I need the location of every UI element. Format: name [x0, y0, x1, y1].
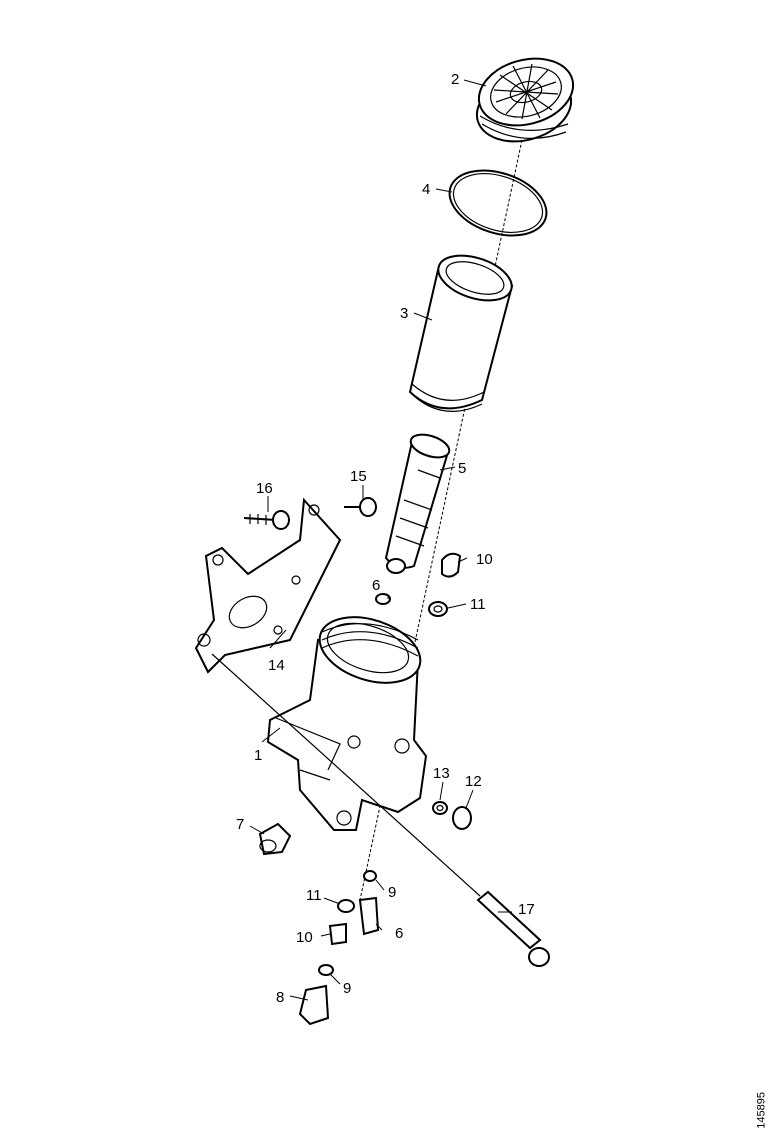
washer-13-part — [432, 801, 448, 815]
lower-fittings-part — [298, 870, 380, 1026]
callout-7: 7 — [236, 816, 244, 833]
callout-10-upper: 10 — [476, 551, 493, 568]
callout-14: 14 — [268, 657, 285, 674]
callout-11-upper: 11 — [470, 596, 486, 613]
filter-housing-part — [266, 616, 428, 831]
inner-tube-part — [384, 433, 451, 574]
callout-12: 12 — [465, 773, 482, 790]
callout-2: 2 — [451, 71, 459, 88]
leader-lines — [249, 79, 512, 1001]
callout-17: 17 — [518, 901, 535, 918]
callout-4: 4 — [422, 181, 430, 198]
plug-7-part — [258, 822, 292, 856]
callout-9-lower: 9 — [343, 980, 351, 997]
o-ring-part — [448, 169, 548, 237]
long-bolt-part — [211, 653, 550, 967]
bolt-15-part — [344, 497, 377, 517]
callout-10-lower: 10 — [296, 929, 313, 946]
callout-13: 13 — [433, 765, 450, 782]
callout-6-lower: 6 — [395, 925, 403, 942]
reference-code: 145895 — [756, 1092, 768, 1129]
callout-8-lower: 8 — [276, 989, 284, 1006]
callout-3: 3 — [400, 305, 408, 322]
exploded-parts-diagram: 2 4 3 5 15 16 10 6 11 14 1 13 12 7 11 9 … — [194, 57, 575, 1026]
callout-1: 1 — [254, 747, 262, 764]
callout-5: 5 — [458, 460, 466, 477]
callout-11-lower: 11 — [306, 887, 322, 904]
callout-16: 16 — [256, 480, 273, 497]
filter-element-part — [408, 254, 514, 412]
plug-12-part — [452, 806, 472, 830]
filter-cap-part — [475, 57, 575, 143]
plug-upper-part — [428, 552, 462, 617]
bolt-16-part — [243, 510, 290, 530]
washer-part — [375, 593, 391, 605]
callout-9-upper: 9 — [388, 884, 396, 901]
callout-6-upper: 6 — [372, 577, 380, 594]
callout-15: 15 — [350, 468, 367, 485]
bracket-part — [194, 497, 342, 674]
